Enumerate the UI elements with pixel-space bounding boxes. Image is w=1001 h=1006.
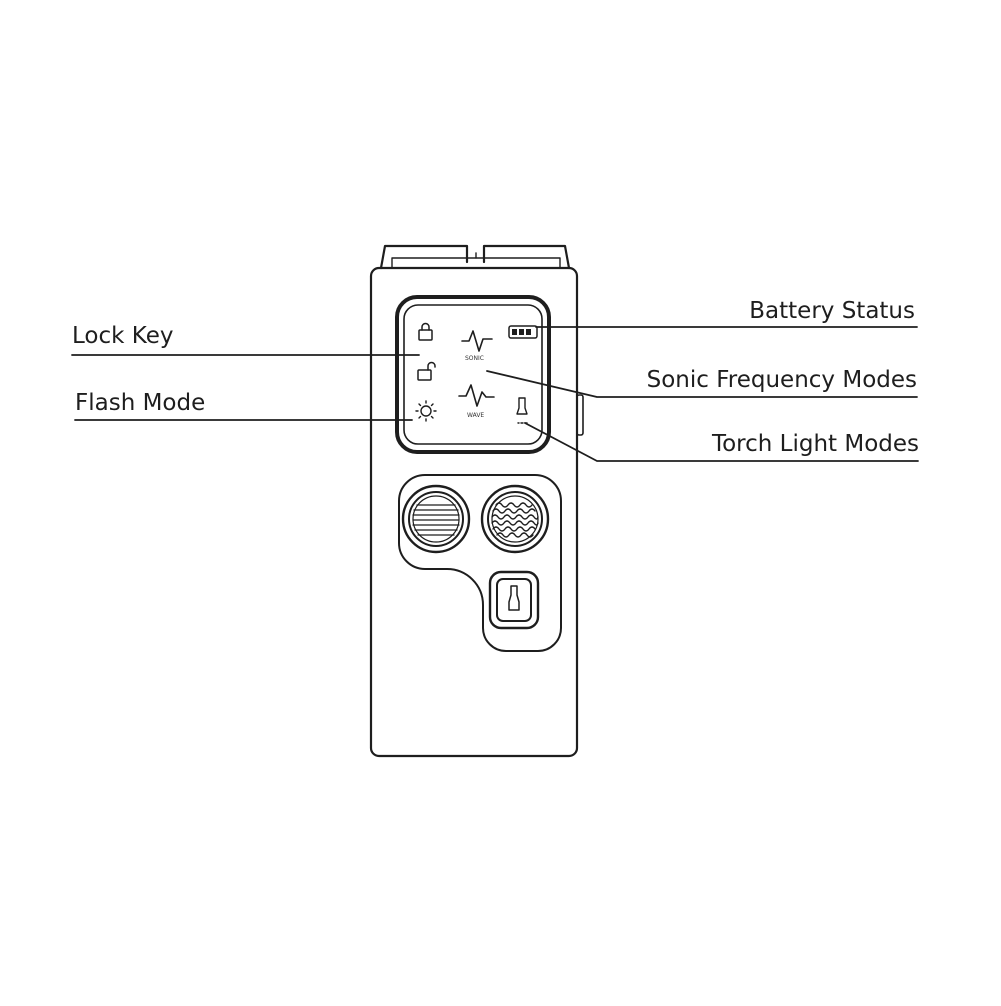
torch-button[interactable] (488, 570, 540, 630)
screen (403, 304, 543, 445)
sonic-frequency-modes-label: Sonic Frequency Modes (646, 367, 917, 393)
torch-button-icon (508, 585, 520, 611)
leader-torch-modes (524, 422, 919, 462)
wave-button-grille (491, 502, 539, 538)
wave-mode-button[interactable] (480, 484, 550, 554)
sun-icon (415, 400, 437, 422)
sonic-label: SONIC (465, 355, 484, 362)
battery-status-label: Battery Status (749, 298, 915, 324)
torch-icon (516, 397, 528, 424)
torch-light-modes-label: Torch Light Modes (711, 431, 919, 457)
device-body (369, 266, 579, 758)
wave-icon (458, 384, 495, 407)
wave-label: WAVE (467, 412, 484, 419)
screen-bezel (395, 295, 551, 454)
side-button[interactable] (576, 394, 584, 436)
sonic-button-grille (412, 504, 460, 536)
lock-icon (418, 322, 433, 341)
unlock-icon (417, 361, 436, 381)
button-cluster (398, 474, 562, 652)
callout-leaders (71, 326, 919, 462)
flash-mode-label: Flash Mode (75, 390, 206, 416)
sonic-mode-button[interactable] (401, 484, 471, 554)
lock-key-label: Lock Key (72, 323, 174, 349)
battery-icon (508, 325, 538, 339)
top-clip (379, 244, 571, 270)
sonic-wave-icon (461, 330, 493, 352)
leader-sonic-modes (486, 370, 918, 398)
